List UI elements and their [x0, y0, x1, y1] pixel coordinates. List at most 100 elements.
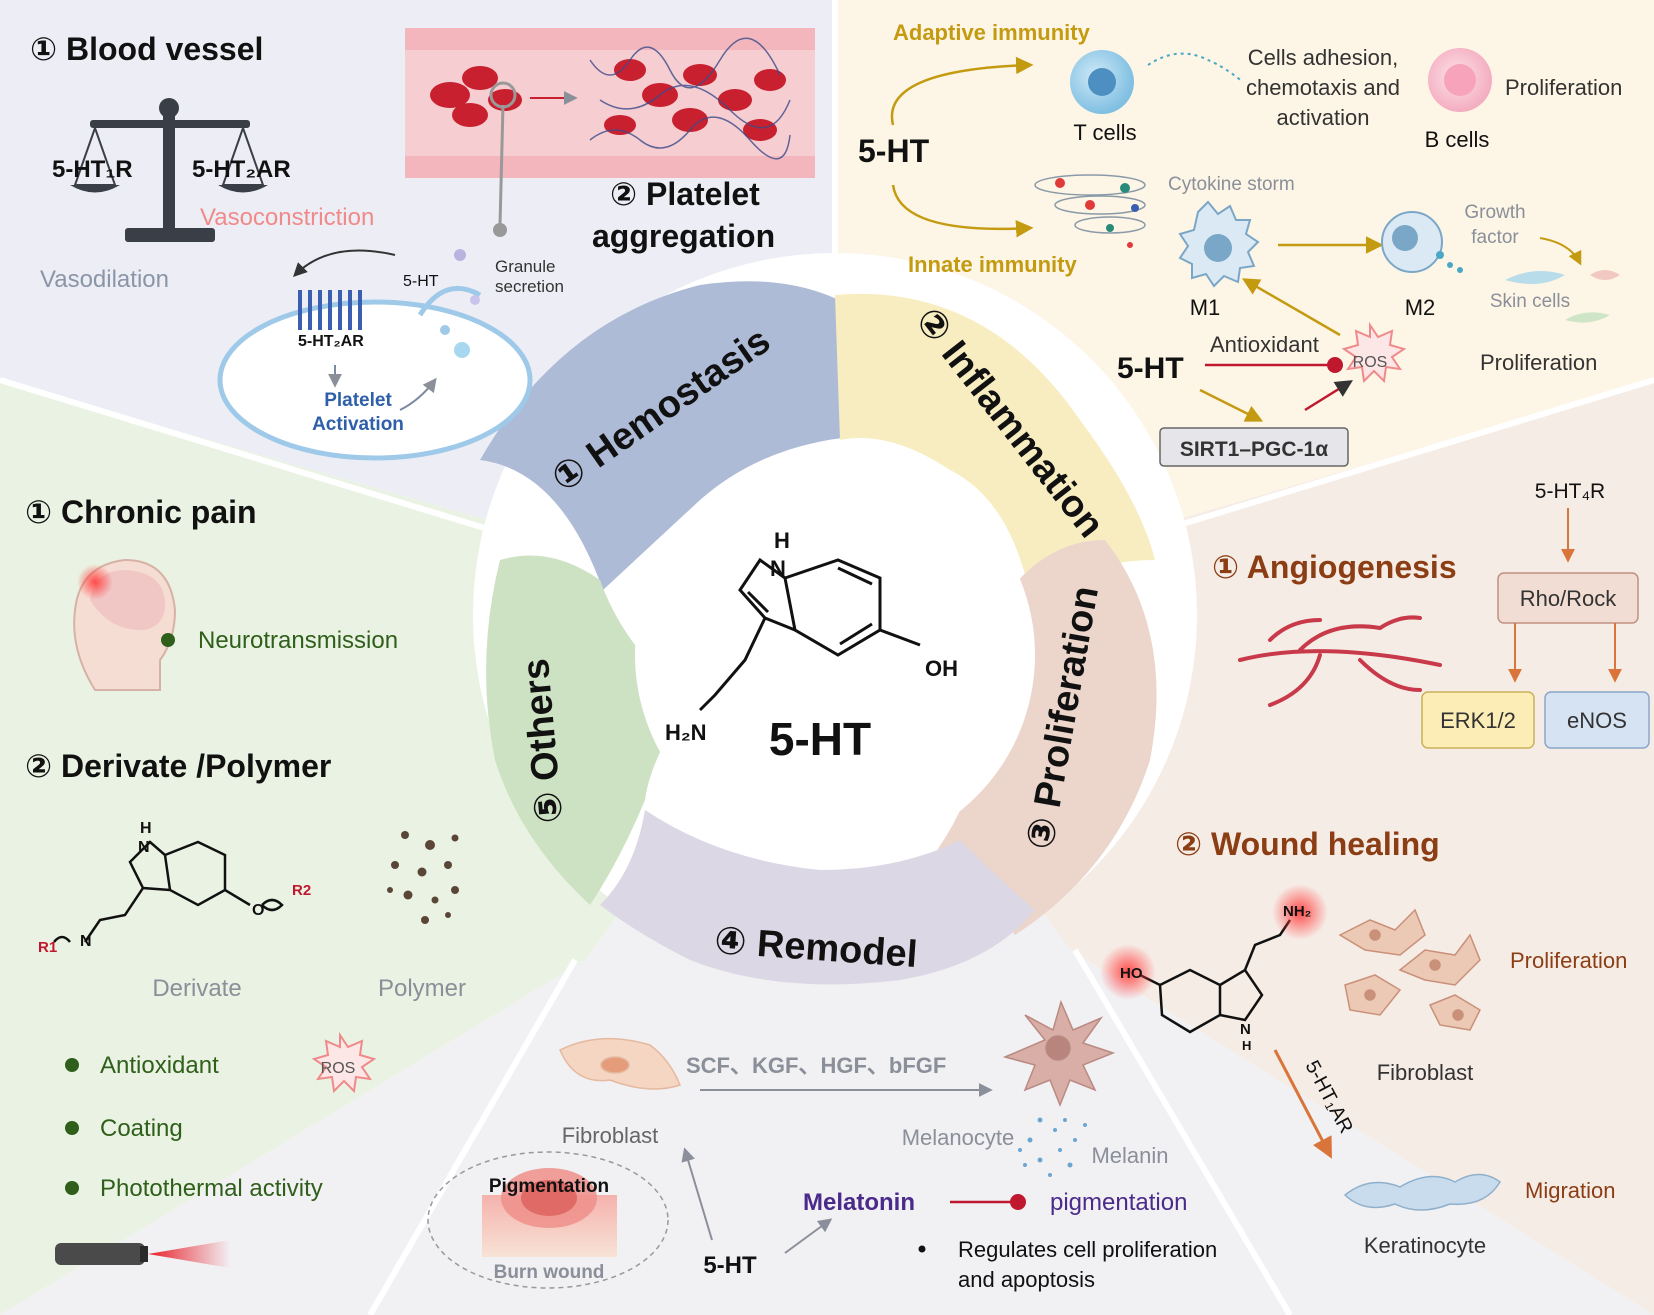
adhesion-line-2: chemotaxis and [1246, 75, 1400, 100]
remodel-bullet-line-1: Regulates cell proliferation [958, 1237, 1217, 1262]
wound-healing-title: ② Wound healing [1175, 826, 1440, 862]
serotonin-structure [698, 557, 921, 712]
wound-proliferation-label: Proliferation [1510, 948, 1627, 973]
vasoconstriction-label: Vasoconstriction [200, 204, 374, 231]
polymer-particles-icon [387, 831, 459, 924]
derivate-r2: R2 [292, 882, 311, 899]
ring-segment-others[interactable] [486, 555, 690, 906]
derivate-label: Derivate [152, 975, 241, 1002]
innate-immunity-label: Innate immunity [908, 252, 1077, 277]
m1-macrophage-icon [1178, 200, 1260, 288]
cytokine-storm-icon [1034, 174, 1146, 248]
melanin-label: Melanin [1091, 1143, 1168, 1168]
ros-section-5ht: 5-HT [1117, 352, 1184, 385]
photothermal-bullet-label: Photothermal activity [100, 1175, 323, 1202]
phase-ring: ① Hemostasis ② Inflammation ③ Proliferat… [473, 253, 1197, 985]
cytokine-storm-label: Cytokine storm [1168, 174, 1295, 195]
erk-box [1421, 691, 1535, 749]
remodel-fibroblast-label: Fibroblast [562, 1123, 659, 1148]
arrow-sirt-to-ros [1304, 380, 1353, 412]
receptor-5ht4r: 5-HT₄R [1535, 480, 1605, 503]
remodel-section: SCF、KGF、HGF、bFGF Fibroblast Melanocyte M… [427, 999, 1217, 1292]
hydroxyl-glow [1100, 944, 1156, 1000]
skin-cells-icon [1505, 270, 1620, 323]
coating-bullet-label: Coating [100, 1115, 183, 1142]
receptor-5ht2ar: 5-HT₂AR [192, 156, 291, 183]
rho-label: Rho/Rock [1520, 586, 1618, 611]
center-label: 5-HT [769, 713, 871, 765]
remodel-bullet-line-2: and apoptosis [958, 1267, 1095, 1292]
derivate-h: H [140, 820, 152, 837]
blood-vessels-icon [1238, 615, 1442, 707]
pigmentation-box-label: Pigmentation [489, 1176, 609, 1197]
arrow-ros-to-m1 [1241, 278, 1341, 337]
ros-label-inflammation: ROS [1353, 354, 1388, 371]
migration-label: Migration [1525, 1178, 1615, 1203]
platelet-aggregation-title-1: ② Platelet [610, 176, 760, 212]
derivate-polymer-title: ② Derivate /Polymer [25, 748, 331, 784]
enos-label: eNOS [1567, 708, 1627, 733]
vasodilation-label: Vasodilation [40, 266, 169, 293]
wound-fibroblast-label: Fibroblast [1377, 1060, 1474, 1085]
growth-factor-2: factor [1471, 227, 1519, 248]
arrow-5ht-to-fibroblast [681, 1147, 713, 1241]
wound-mol-h: H [1242, 1038, 1251, 1053]
others-section: ① Chronic pain Neurotransmission ② Deriv… [25, 494, 466, 1268]
bullet-dot [65, 1181, 79, 1195]
keratinocyte-label: Keratinocyte [1364, 1233, 1486, 1258]
m2-macrophage-icon [1381, 211, 1463, 273]
angiogenesis-title: ① Angiogenesis [1212, 549, 1457, 585]
proliferation-bottom-label: Proliferation [1480, 350, 1597, 375]
t-cells-label: T cells [1073, 120, 1136, 145]
head-brain-icon [73, 558, 177, 691]
erk-label: ERK1/2 [1440, 708, 1516, 733]
growth-factor-1: Growth [1464, 202, 1525, 223]
ros-burst-icon [1341, 321, 1407, 384]
keratinocyte-icon [1343, 1173, 1501, 1211]
ring-segment-proliferation[interactable] [930, 540, 1157, 935]
blood-vessel-illustration [405, 28, 815, 237]
granule-secretion-2: secretion [495, 277, 564, 296]
arrow-to-innate [891, 184, 1034, 238]
hemostasis-section: ① Blood vessel 5-HT₁R 5-HT₂AR Vasoconstr… [30, 28, 815, 461]
arrow-5ht-to-sirt [1199, 388, 1264, 422]
sirt-box [1159, 427, 1349, 467]
bullet-dot [161, 633, 175, 647]
ring-segment-inflammation[interactable] [835, 293, 1155, 595]
molecule-oh: OH [925, 656, 958, 681]
adaptive-immunity-label: Adaptive immunity [893, 20, 1091, 45]
b-cell-nucleus [1444, 64, 1476, 96]
wound-mol-nh: N [1240, 1021, 1251, 1038]
sirt-label: SIRT1–PGC-1α [1180, 438, 1328, 461]
platelet-activation-1: Platelet [324, 390, 392, 411]
adhesion-line-3: activation [1277, 105, 1370, 130]
center-circle [635, 455, 1035, 855]
molecule-amine: H₂N [665, 720, 707, 745]
granule-secretion-1: Granule [495, 257, 555, 276]
remodel-5ht-label: 5-HT [703, 1252, 757, 1279]
ros-burst-others [311, 1031, 377, 1094]
melanocyte-label: Melanocyte [902, 1125, 1015, 1150]
burn-wound-frame [427, 1151, 669, 1289]
platelet-cell-illustration [217, 249, 533, 461]
receptor-5ht1r: 5-HT₁R [52, 156, 133, 183]
wound-mol-ho: HO [1120, 965, 1143, 982]
proliferation-top-label: Proliferation [1505, 75, 1622, 100]
melanin-particles-icon [1018, 1117, 1087, 1177]
platelet-activation-2: Activation [312, 414, 404, 435]
m1-label: M1 [1190, 295, 1221, 320]
burn-wound-label: Burn wound [494, 1262, 605, 1283]
rho-box [1497, 572, 1639, 624]
derivate-n-chain: N [80, 933, 92, 950]
arrow-growth-factor [1539, 237, 1582, 266]
arrow-5ht-to-melatonin [784, 1218, 833, 1254]
m2-label: M2 [1405, 295, 1436, 320]
bullet-dot [65, 1058, 79, 1072]
ring-segment-remodel[interactable] [600, 810, 1035, 985]
derivate-structure [53, 840, 284, 943]
burn-wound-skin-icon [482, 1168, 617, 1257]
molecule-n: N [770, 556, 786, 581]
molecule-nh-h: H [774, 528, 790, 553]
chemotaxis-dots [1147, 52, 1244, 83]
ring-segment-hemostasis[interactable] [480, 281, 880, 590]
